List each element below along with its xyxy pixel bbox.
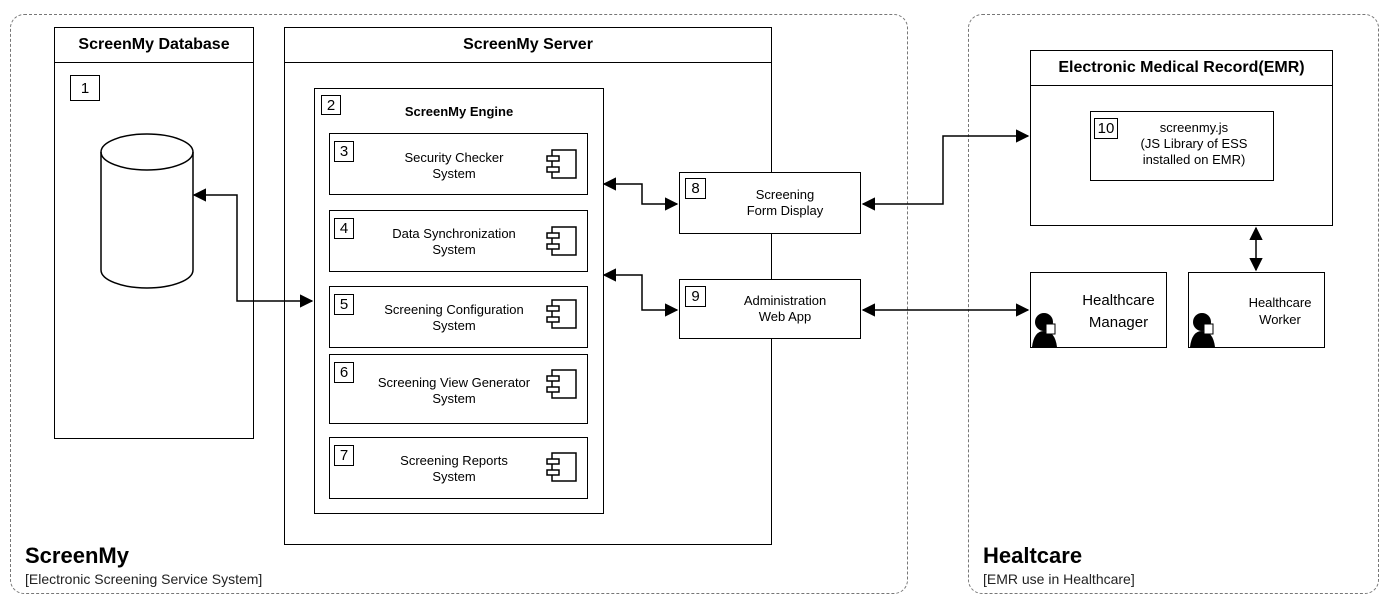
server-title: ScreenMy Server [285,28,771,63]
screenmy-boundary: ScreenMy [Electronic Screening Service S… [10,14,908,594]
form-display-number: 8 [685,178,706,199]
person-icon [1032,313,1057,347]
db-config-connector [192,188,314,308]
screenmy-boundary-subtitle: [Electronic Screening Service System] [25,571,263,587]
engine-title: ScreenMy Engine [404,104,514,119]
js-library-box[interactable]: 10 screenmy.js (JS Library of ESS instal… [1090,111,1274,181]
database-title: ScreenMy Database [55,28,253,63]
form-emr-connector [861,129,1030,211]
emr-box[interactable]: Electronic Medical Record(EMR) 10 screen… [1030,50,1333,226]
healthcare-boundary-subtitle: [EMR use in Healthcare] [983,571,1135,587]
engine-form-connector [602,177,679,211]
component-icon [546,149,577,179]
healthcare-boundary: Healtcare [EMR use in Healthcare] [968,14,1379,594]
component-icon [546,369,577,399]
emr-title: Electronic Medical Record(EMR) [1031,51,1332,86]
admin-app-number: 9 [685,286,706,307]
component-icon [546,299,577,329]
subsystem-number: 6 [334,362,354,383]
subsystem-number: 5 [334,294,354,315]
component-icon [546,452,577,482]
database-number: 1 [70,75,100,101]
engine-number: 2 [321,95,341,115]
screenmy-boundary-title: ScreenMy [25,543,129,568]
js-library-number: 10 [1094,118,1118,139]
healthcare-boundary-title: Healtcare [983,543,1083,568]
engine-admin-connector [602,268,679,317]
person-icon [1190,313,1215,347]
js-library-label: screenmy.js (JS Library of ESS installed… [1140,120,1248,167]
subsystem-number: 7 [334,445,354,466]
subsystem-number: 3 [334,141,354,162]
database-box[interactable]: ScreenMy Database 1 [54,27,254,439]
subsystem-number: 4 [334,218,354,239]
component-icon [546,226,577,256]
